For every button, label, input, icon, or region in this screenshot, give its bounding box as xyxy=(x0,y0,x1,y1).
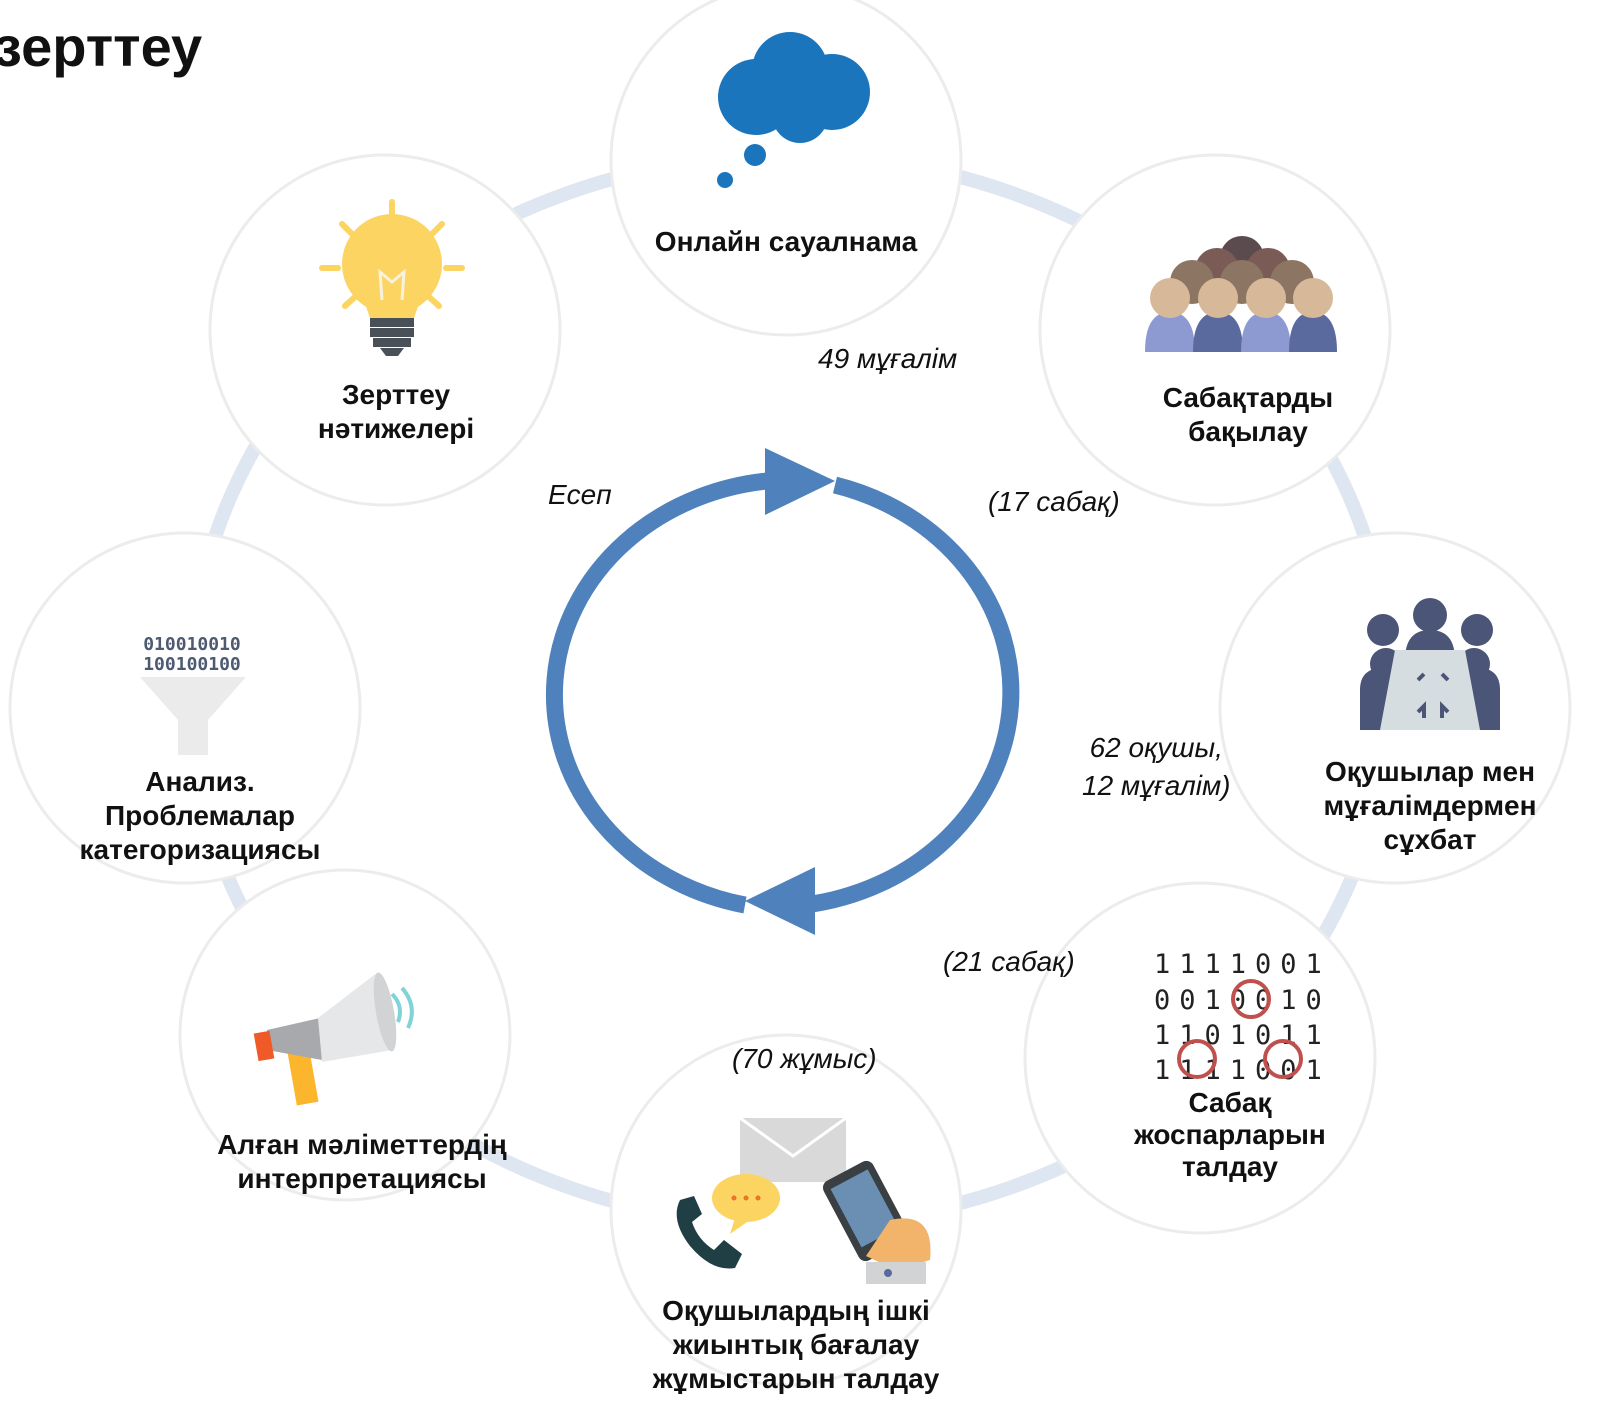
node-label-works: Оқушылардың ішкі жиынтық бағалау жұмыста… xyxy=(652,1295,940,1394)
cycle-label: Есеп xyxy=(548,479,612,510)
light-bulb-icon xyxy=(319,199,465,356)
megaphone-icon xyxy=(253,972,414,1106)
node-circles xyxy=(8,0,1572,1387)
thought-cloud-icon xyxy=(717,32,870,188)
node-label-results: Зерттеу нәтижелері xyxy=(317,379,475,444)
binary-code-icon: 1111001 0010010 1101011 1111001 xyxy=(1154,949,1331,1086)
page-title: зерттеу xyxy=(0,15,203,78)
count-works: (70 жұмыс) xyxy=(732,1043,877,1074)
node-label-interview: Оқушылар мен мұғалімдермен сұхбат xyxy=(1323,756,1537,855)
count-observation: (17 сабақ) xyxy=(988,486,1120,517)
code-row-2: 0010010 xyxy=(1154,985,1331,1016)
node-label-observation: Сабақтарды бақылау xyxy=(1162,382,1334,447)
node-label-interpretation: Алған мәліметтердің интерпретациясы xyxy=(217,1129,507,1194)
cycle-arrows xyxy=(545,448,1020,935)
funnel-binary-row-2: 100100100 xyxy=(143,654,241,675)
node-label-analysis: Анализ. Проблемалар категоризациясы xyxy=(79,766,321,865)
node-circle-plans xyxy=(1023,881,1377,1235)
cycle-arrowhead-bottom xyxy=(745,867,815,935)
count-survey: 49 мұғалім xyxy=(818,343,958,374)
cycle-arrow-right-arc xyxy=(803,476,1020,914)
cycle-arrowhead-top xyxy=(765,448,835,515)
node-circle-works xyxy=(609,1033,963,1387)
cycle-arrow-left-arc xyxy=(545,471,781,914)
communication-icon xyxy=(676,1116,931,1284)
node-label-plans: Сабақ жоспарларын талдау xyxy=(1134,1087,1326,1182)
code-row-3: 1101011 xyxy=(1154,1020,1331,1051)
count-interview: 62 оқушы, 12 мұғалім) xyxy=(1082,732,1231,801)
node-circle-survey xyxy=(609,0,963,337)
funnel-binary-row-1: 010010010 xyxy=(143,634,241,655)
count-plans: (21 сабақ) xyxy=(943,946,1075,977)
node-label-survey: Онлайн сауалнама xyxy=(654,226,918,257)
data-funnel-icon xyxy=(140,677,246,755)
code-row-1: 1111001 xyxy=(1154,949,1331,980)
interview-group-icon xyxy=(1360,598,1500,730)
people-group-icon xyxy=(1145,236,1337,352)
code-highlight-circles xyxy=(1177,979,1303,1079)
